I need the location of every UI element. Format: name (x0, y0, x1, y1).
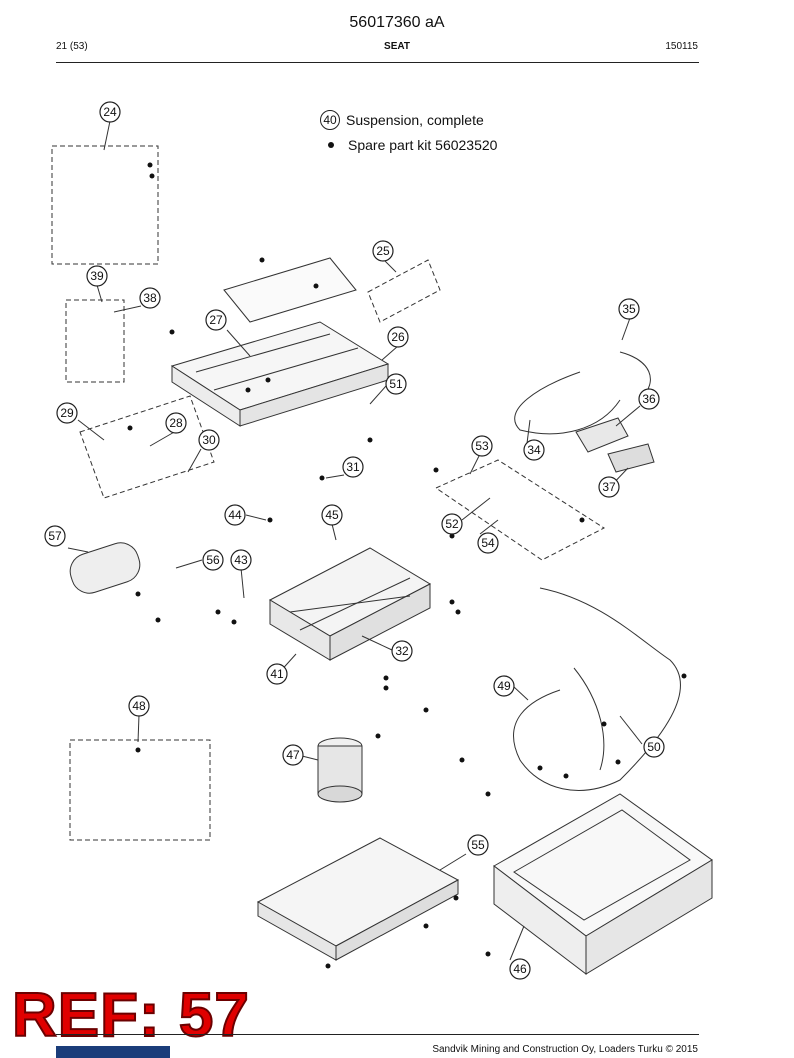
cushion-plate (223, 257, 357, 323)
svg-text:47: 47 (286, 748, 300, 762)
svg-text:57: 57 (48, 529, 62, 543)
callout-39: 39 (86, 265, 108, 287)
svg-text:34: 34 (527, 443, 541, 457)
callout-44: 44 (224, 504, 246, 526)
group-box-52 (434, 459, 605, 561)
copyright-text: Sandvik Mining and Construction Oy, Load… (432, 1044, 698, 1055)
svg-text:54: 54 (481, 536, 495, 550)
document-date: 150115 (665, 41, 698, 52)
callout-35: 35 (618, 298, 640, 320)
page-number: 21 (53) (56, 41, 88, 52)
callout-25: 25 (372, 240, 394, 262)
svg-text:36: 36 (642, 392, 656, 406)
svg-text:32: 32 (395, 644, 409, 658)
callout-36: 36 (638, 388, 660, 410)
svg-text:39: 39 (90, 269, 104, 283)
svg-text:46: 46 (513, 962, 527, 976)
legend-suspension: 40 Suspension, complete (320, 110, 484, 130)
svg-text:52: 52 (445, 517, 459, 531)
callout-50: 50 (643, 736, 665, 758)
callout-29: 29 (56, 402, 78, 424)
document-code: 56017360 aA (349, 14, 445, 31)
svg-text:49: 49 (497, 679, 511, 693)
callout-24: 24 (99, 101, 121, 123)
callout-32: 32 (391, 640, 413, 662)
callout-30: 30 (198, 429, 220, 451)
group-box-24 (51, 145, 159, 265)
callout-45: 45 (321, 504, 343, 526)
group-box-25 (367, 259, 441, 323)
callout-26: 26 (387, 326, 409, 348)
svg-text:29: 29 (60, 406, 74, 420)
header-rule (56, 62, 699, 63)
svg-text:50: 50 (647, 740, 661, 754)
svg-text:35: 35 (622, 302, 636, 316)
svg-text:51: 51 (389, 377, 403, 391)
group-box-38 (65, 299, 125, 383)
callout-52: 52 (441, 513, 463, 535)
svg-text:25: 25 (376, 244, 390, 258)
svg-text:28: 28 (169, 416, 183, 430)
legend-ref-bubble: 40 (320, 110, 340, 130)
svg-text:31: 31 (346, 460, 360, 474)
legend-spare-kit: Spare part kit 56023520 (320, 137, 497, 153)
svg-text:45: 45 (325, 508, 339, 522)
group-box-28 (79, 395, 215, 499)
svg-text:44: 44 (228, 508, 242, 522)
callout-55: 55 (467, 834, 489, 856)
callout-49: 49 (493, 675, 515, 697)
svg-text:24: 24 (103, 105, 117, 119)
callout-41: 41 (266, 663, 288, 685)
callout-27: 27 (205, 309, 227, 331)
svg-text:38: 38 (143, 291, 157, 305)
svg-text:56: 56 (206, 553, 220, 567)
callout-31: 31 (342, 456, 364, 478)
callout-57: 57 (44, 525, 66, 547)
svg-text:53: 53 (475, 439, 489, 453)
brand-logo-bar (56, 1046, 170, 1058)
callout-37: 37 (598, 476, 620, 498)
bullet-dot-icon (328, 142, 334, 148)
svg-text:48: 48 (132, 699, 146, 713)
svg-text:27: 27 (209, 313, 223, 327)
callout-48: 48 (128, 695, 150, 717)
svg-text:41: 41 (270, 667, 284, 681)
legend-suspension-text: Suspension, complete (346, 112, 484, 128)
svg-text:30: 30 (202, 433, 216, 447)
callout-51: 51 (385, 373, 407, 395)
callout-53: 53 (471, 435, 493, 457)
callout-46: 46 (509, 958, 531, 980)
callout-47: 47 (282, 744, 304, 766)
section-title: SEAT (384, 41, 410, 52)
group-box-48 (69, 739, 211, 841)
callout-28: 28 (165, 412, 187, 434)
svg-text:55: 55 (471, 838, 485, 852)
callout-43: 43 (230, 549, 252, 571)
ref-overlay-label: REF: 57 (11, 981, 250, 1050)
callout-34: 34 (523, 439, 545, 461)
svg-text:37: 37 (602, 480, 616, 494)
callout-56: 56 (202, 549, 224, 571)
svg-text:26: 26 (391, 330, 405, 344)
callout-54: 54 (477, 532, 499, 554)
footer-rule (56, 1034, 699, 1035)
svg-text:43: 43 (234, 553, 248, 567)
legend-spare-kit-text: Spare part kit 56023520 (348, 137, 498, 153)
callout-38: 38 (139, 287, 161, 309)
